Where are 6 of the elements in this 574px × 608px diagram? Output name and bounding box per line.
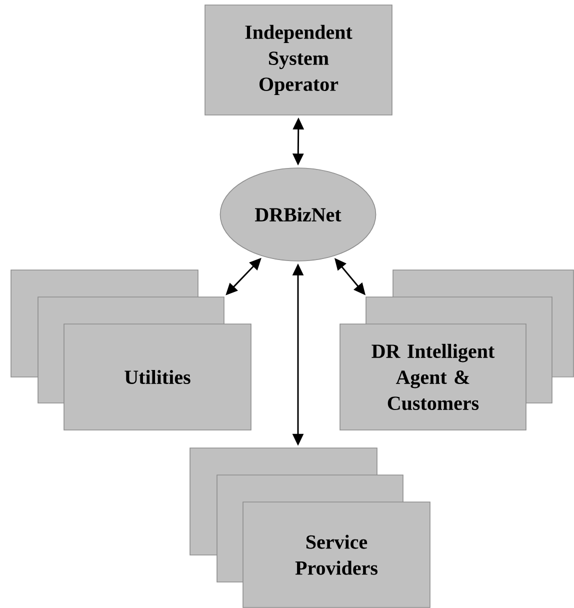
text-box: Independent System Operator xyxy=(204,4,392,116)
stacked-boxes: DR Intelligent Agent & Customers xyxy=(340,270,574,430)
node-label: Providers xyxy=(295,560,378,575)
stacked-boxes: Utilities xyxy=(10,270,252,430)
stacked-boxes: Service Providers xyxy=(190,448,430,608)
ellipse-node: DRBizNet xyxy=(220,168,376,262)
